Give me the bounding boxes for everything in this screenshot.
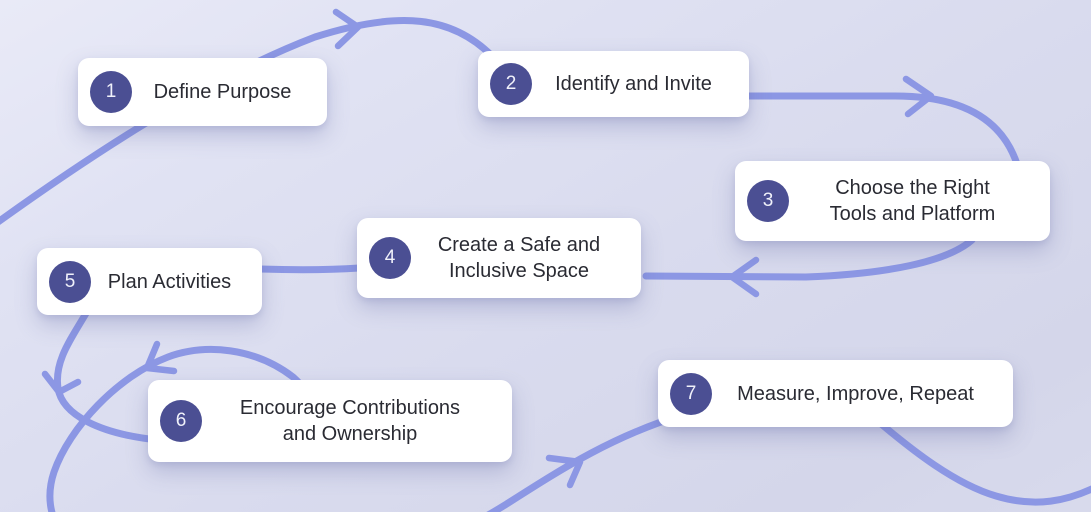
step-label-line: Tools and Platform bbox=[829, 203, 996, 225]
connector-4-5 bbox=[256, 264, 363, 274]
connector-entry-1-2 bbox=[0, 17, 496, 225]
step-number-badge: 3 bbox=[747, 180, 789, 222]
step-label: Encourage Contributions and Ownership bbox=[202, 395, 498, 447]
step-label-line: Inclusive Space bbox=[448, 260, 590, 282]
connector-5-6 bbox=[53, 306, 162, 444]
step-card-5: 5 Plan Activities bbox=[37, 248, 262, 315]
arrowhead-5-6-icon bbox=[41, 370, 82, 396]
step-card-7: 7 Measure, Improve, Repeat bbox=[658, 360, 1013, 427]
step-number-badge: 6 bbox=[160, 400, 202, 442]
step-card-1: 1 Define Purpose bbox=[78, 58, 327, 126]
arrowhead-6-loop-icon bbox=[143, 340, 178, 375]
step-number-badge: 1 bbox=[90, 71, 132, 113]
step-label: Identify and Invite bbox=[532, 71, 735, 97]
arrowhead-3-4-icon bbox=[728, 256, 760, 298]
arrowhead-6-7-icon bbox=[545, 454, 584, 489]
step-label: Choose the Right Tools and Platform bbox=[789, 175, 1036, 227]
step-label-line: Measure, Improve, Repeat bbox=[737, 382, 974, 405]
step-label-line: Plan Activities bbox=[107, 270, 232, 293]
arrowhead-2-3-icon bbox=[902, 75, 935, 118]
connector-6-7 bbox=[46, 346, 689, 512]
step-label: Plan Activities bbox=[91, 269, 248, 295]
step-label-line: Encourage Contributions bbox=[239, 397, 461, 419]
step-card-6: 6 Encourage Contributions and Ownership bbox=[148, 380, 512, 462]
step-label-line: Define Purpose bbox=[153, 81, 292, 103]
step-label-line: and Ownership bbox=[282, 423, 418, 445]
step-label-line: Choose the Right bbox=[835, 177, 990, 199]
step-card-2: 2 Identify and Invite bbox=[478, 51, 749, 117]
step-number-badge: 7 bbox=[670, 372, 712, 415]
step-card-4: 4 Create a Safe and Inclusive Space bbox=[357, 218, 641, 298]
step-label: Measure, Improve, Repeat bbox=[712, 381, 999, 407]
step-number-badge: 4 bbox=[369, 237, 411, 279]
step-number-badge: 5 bbox=[49, 260, 91, 303]
step-number-badge: 2 bbox=[490, 63, 532, 105]
step-label: Create a Safe and Inclusive Space bbox=[411, 232, 627, 284]
arrowhead-1-2-icon bbox=[332, 8, 362, 50]
step-card-3: 3 Choose the Right Tools and Platform bbox=[735, 161, 1050, 241]
connector-2-3 bbox=[745, 92, 1021, 168]
step-label-line: Create a Safe and bbox=[437, 234, 601, 256]
step-label: Define Purpose bbox=[132, 79, 313, 105]
step-label-line: Identify and Invite bbox=[555, 73, 712, 95]
connector-7-exit bbox=[876, 419, 1091, 506]
connector-3-4 bbox=[642, 236, 976, 281]
